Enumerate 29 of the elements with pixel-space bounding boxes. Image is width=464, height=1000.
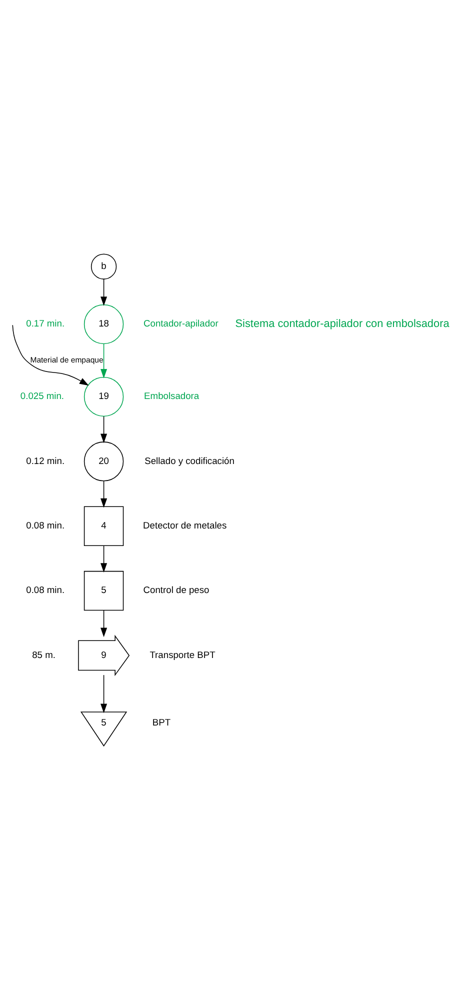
arrow xyxy=(100,344,108,378)
node-label: 0.025 min. xyxy=(20,391,64,402)
node-label: 0.12 min. xyxy=(26,456,65,466)
node-label: Embolsadora xyxy=(144,391,200,402)
node-label: 85 m. xyxy=(32,650,56,660)
node-label: 0.08 min. xyxy=(26,585,65,596)
node-box: 5 xyxy=(84,570,124,611)
node-label: Contador-apilador xyxy=(144,318,218,329)
arrow xyxy=(100,674,108,714)
node-label: BPT xyxy=(152,718,171,728)
node-label: Transporte BPT xyxy=(150,650,216,660)
arrow xyxy=(100,545,108,572)
node-box: 4 xyxy=(84,506,124,546)
node-circle: 18 xyxy=(84,304,124,344)
node-circle: 19 xyxy=(84,376,124,417)
node-label: 0.17 min. xyxy=(26,318,65,329)
node-label: Control de peso xyxy=(143,585,210,596)
label: Sistema contador-apilador con embolsadora xyxy=(235,318,450,330)
arrow xyxy=(100,416,108,444)
node-label: Detector de metales xyxy=(143,520,227,531)
node-circle: b xyxy=(90,254,117,280)
node-label: Sellado y codificación xyxy=(144,456,234,466)
edge-label: Material de empaque xyxy=(30,355,104,364)
arrow xyxy=(100,480,108,508)
arrow xyxy=(100,610,108,638)
node-label: 0.08 min. xyxy=(26,520,65,531)
arrow xyxy=(12,324,89,386)
node-circle: 20 xyxy=(84,442,124,482)
arrow xyxy=(100,278,108,306)
